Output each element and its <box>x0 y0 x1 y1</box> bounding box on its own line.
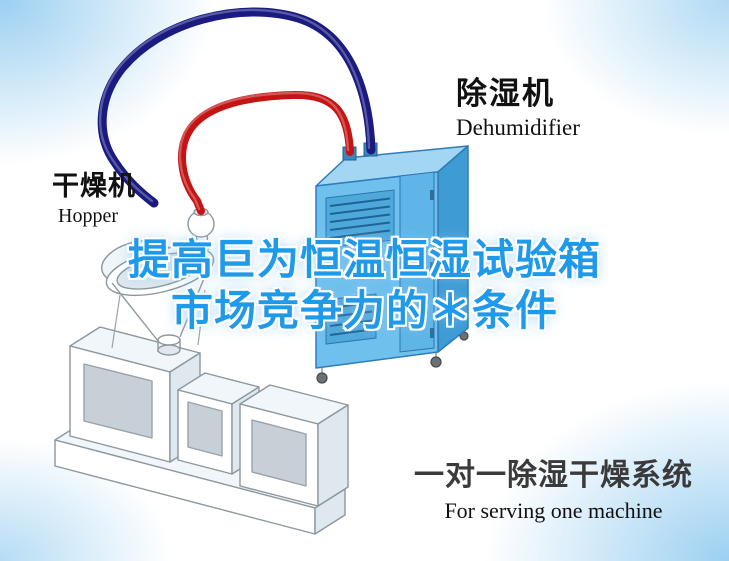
dehumidifier-label: 除湿机 Dehumidifier <box>456 68 580 141</box>
caption-cn: 一对一除湿干燥系统 <box>414 459 693 492</box>
hopper-funnel <box>101 207 215 356</box>
headline-line2: 市场竞争力的＊条件 <box>170 287 558 335</box>
vent-grille-upper <box>325 189 395 249</box>
dehumidifier-label-cn: 除湿机 <box>456 76 555 111</box>
dehumidifier-door <box>399 171 435 353</box>
hopper-label-en: Hopper <box>58 205 118 227</box>
dehumidifier-label-en: Dehumidifier <box>456 115 580 140</box>
hopper-label: 干燥机 Hopper <box>52 164 136 228</box>
door-handle <box>405 256 410 270</box>
caption-en: For serving one machine <box>444 498 663 523</box>
supply-hose-red <box>178 90 354 215</box>
dehumidifier-unit <box>315 142 469 384</box>
system-caption: 一对一除湿干燥系统 For serving one machine <box>414 450 693 524</box>
extruder-machine <box>54 326 349 535</box>
headline-line1: 提高巨为恒温恒湿试验箱 <box>127 236 601 283</box>
return-hose-navy <box>97 7 376 208</box>
headline: 提高巨为恒温恒湿试验箱 市场竞争力的＊条件 <box>0 234 729 336</box>
hopper-label-cn: 干燥机 <box>52 171 136 201</box>
vent-grille-lower <box>325 293 377 345</box>
